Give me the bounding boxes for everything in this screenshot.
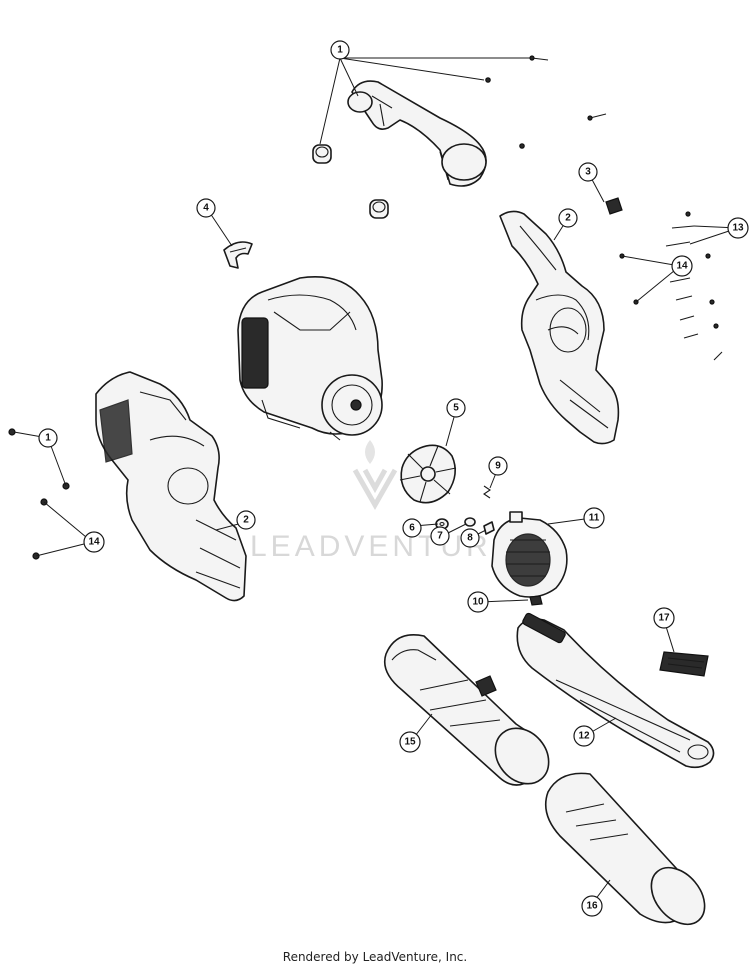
screw-part-8 bbox=[483, 521, 495, 535]
callout-15[interactable]: 15 bbox=[399, 731, 421, 753]
clip-part bbox=[529, 595, 543, 606]
svg-text:1: 1 bbox=[337, 45, 343, 56]
motor-assembly bbox=[237, 276, 383, 441]
screws-right bbox=[619, 211, 723, 361]
callout-13[interactable]: 13 bbox=[727, 217, 749, 239]
washer-part-7 bbox=[464, 517, 476, 527]
fan-part bbox=[399, 444, 457, 504]
callout-12[interactable]: 12 bbox=[573, 725, 595, 747]
svg-text:8: 8 bbox=[467, 533, 473, 544]
callout-9[interactable]: 9 bbox=[488, 456, 508, 476]
callout-2-right[interactable]: 2 bbox=[558, 208, 578, 228]
svg-text:2: 2 bbox=[243, 515, 249, 526]
callout-5[interactable]: 5 bbox=[446, 398, 466, 418]
svg-text:17: 17 bbox=[658, 613, 670, 624]
callout-16[interactable]: 16 bbox=[581, 895, 603, 917]
callout-14-left[interactable]: 14 bbox=[83, 531, 105, 553]
callout-1-top[interactable]: 1 bbox=[330, 40, 350, 60]
svg-text:14: 14 bbox=[676, 261, 688, 272]
nozzle-part-12 bbox=[516, 612, 715, 769]
handle-pin bbox=[587, 113, 607, 121]
handle-nut bbox=[519, 143, 525, 149]
callout-6[interactable]: 6 bbox=[402, 518, 422, 538]
svg-text:4: 4 bbox=[203, 203, 209, 214]
label-part-17 bbox=[659, 651, 709, 677]
svg-text:2: 2 bbox=[565, 213, 571, 224]
housing-left-part bbox=[95, 371, 247, 602]
handle-screw-top bbox=[529, 55, 549, 61]
callout-14-right[interactable]: 14 bbox=[671, 255, 693, 277]
trigger-part bbox=[223, 241, 253, 269]
svg-text:5: 5 bbox=[453, 403, 459, 414]
tube-part-16 bbox=[544, 772, 706, 926]
svg-text:3: 3 bbox=[585, 167, 591, 178]
nuts-left bbox=[8, 428, 70, 560]
svg-text:7: 7 bbox=[437, 531, 443, 542]
callout-3[interactable]: 3 bbox=[578, 162, 598, 182]
callout-10[interactable]: 10 bbox=[467, 591, 489, 613]
svg-text:1: 1 bbox=[45, 433, 51, 444]
svg-text:15: 15 bbox=[404, 737, 416, 748]
handle-grommet-1 bbox=[312, 144, 332, 164]
svg-text:13: 13 bbox=[732, 223, 744, 234]
switch-part bbox=[605, 197, 623, 215]
callout-1-left[interactable]: 1 bbox=[38, 428, 58, 448]
svg-text:10: 10 bbox=[472, 597, 484, 608]
callout-8[interactable]: 8 bbox=[460, 528, 480, 548]
svg-text:9: 9 bbox=[495, 461, 501, 472]
svg-text:6: 6 bbox=[409, 523, 415, 534]
leader-lines bbox=[13, 57, 739, 905]
footer-credit: Rendered by LeadVenture, Inc. bbox=[282, 950, 468, 964]
callout-4[interactable]: 4 bbox=[196, 198, 216, 218]
callout-17[interactable]: 17 bbox=[653, 607, 675, 629]
tube-part-15 bbox=[383, 634, 550, 786]
handle-part bbox=[347, 80, 487, 187]
svg-text:16: 16 bbox=[586, 901, 598, 912]
svg-text:11: 11 bbox=[589, 513, 600, 524]
svg-text:14: 14 bbox=[88, 537, 100, 548]
housing-right-part bbox=[499, 210, 620, 445]
callout-2-left[interactable]: 2 bbox=[236, 510, 256, 530]
handle-grommet-2 bbox=[369, 199, 389, 219]
callouts: 1 1 2 2 3 4 5 6 7 8 9 10 11 12 13 14 14 … bbox=[38, 40, 749, 917]
handle-washer bbox=[485, 77, 491, 83]
svg-text:12: 12 bbox=[578, 731, 590, 742]
callout-11[interactable]: 11 bbox=[583, 507, 605, 529]
spring-part-9 bbox=[483, 485, 491, 499]
callout-7[interactable]: 7 bbox=[430, 526, 450, 546]
fan-cover-part bbox=[491, 511, 568, 598]
